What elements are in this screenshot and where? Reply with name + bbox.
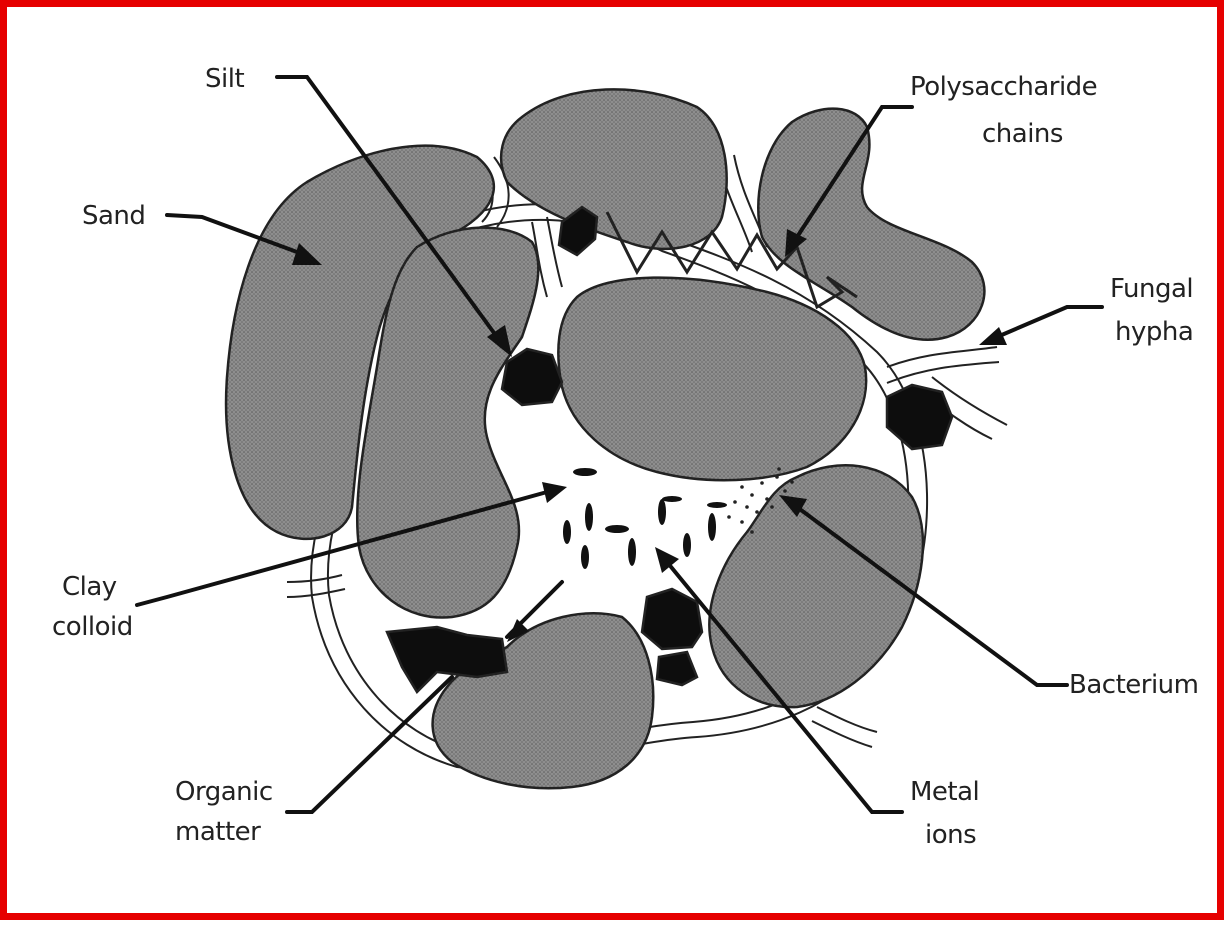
silt-particle-right: [887, 385, 952, 449]
label-metal-line1: Metal: [910, 777, 979, 807]
label-fungal-line2: hypha: [1115, 317, 1193, 347]
label-clay-line2: colloid: [52, 612, 133, 642]
label-metal-line2: ions: [925, 820, 976, 850]
label-clay-line1: Clay: [62, 572, 117, 602]
label-bacterium: Bacterium: [1069, 670, 1198, 700]
soil-aggregate-diagram: Silt Sand Polysaccharide chains Fungal h…: [7, 7, 1224, 927]
clay-colloids: [563, 468, 727, 569]
metal-particle-1: [642, 589, 702, 649]
label-silt: Silt: [205, 64, 244, 94]
label-organic-line1: Organic: [175, 777, 273, 807]
fungal-leader: [997, 307, 1102, 337]
label-sand: Sand: [82, 201, 145, 231]
organic-leader: [287, 677, 452, 812]
silt-particle: [502, 349, 562, 405]
metal-particle-2: [657, 652, 697, 685]
sand-particle-right-lower: [709, 465, 923, 707]
label-polysaccharide-line2: chains: [982, 119, 1063, 149]
label-polysaccharide-line1: Polysaccharide: [910, 72, 1097, 102]
clay-arrowhead: [542, 482, 567, 503]
label-fungal-line1: Fungal: [1110, 274, 1193, 304]
label-organic-line2: matter: [175, 817, 261, 847]
fungal-arrowhead: [979, 327, 1007, 345]
